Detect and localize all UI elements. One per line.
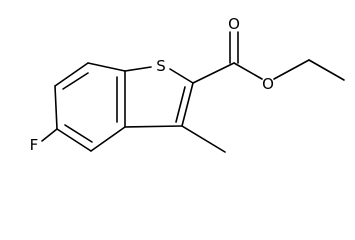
fluorine-atom-label: F bbox=[30, 136, 39, 154]
bond-c7-c6-inner bbox=[62, 72, 89, 90]
bond-c2-c3-inner bbox=[175, 86, 186, 123]
carbonyl-oxygen-label: O bbox=[228, 15, 240, 33]
molecule-drawing: S F O O bbox=[30, 15, 345, 154]
bond-c7-c6 bbox=[54, 62, 89, 87]
bond-ch2-ch3 bbox=[308, 59, 345, 81]
bond-c7a-s bbox=[124, 66, 152, 72]
bond-c2-carbonyl bbox=[192, 62, 235, 84]
bond-s-c2 bbox=[169, 68, 194, 84]
bond-c5-c4 bbox=[56, 128, 92, 152]
bond-ester-o-ch2 bbox=[273, 59, 310, 80]
sulfur-atom-label: S bbox=[156, 57, 166, 75]
structure-diagram: S F O O bbox=[30, 15, 345, 154]
ester-oxygen-label: O bbox=[262, 75, 274, 93]
bond-c6-c5 bbox=[54, 85, 58, 130]
bond-c5-c4-inner bbox=[64, 124, 93, 143]
bond-c4-c3a bbox=[90, 126, 126, 152]
bond-c3-methyl bbox=[181, 125, 226, 153]
bond-c2-c3 bbox=[181, 82, 194, 127]
bond-c7a-c7 bbox=[87, 62, 126, 72]
bond-c3-c3a bbox=[124, 125, 183, 128]
bond-carbonyl-ester-o bbox=[233, 62, 263, 80]
bond-c5-f bbox=[41, 128, 58, 142]
